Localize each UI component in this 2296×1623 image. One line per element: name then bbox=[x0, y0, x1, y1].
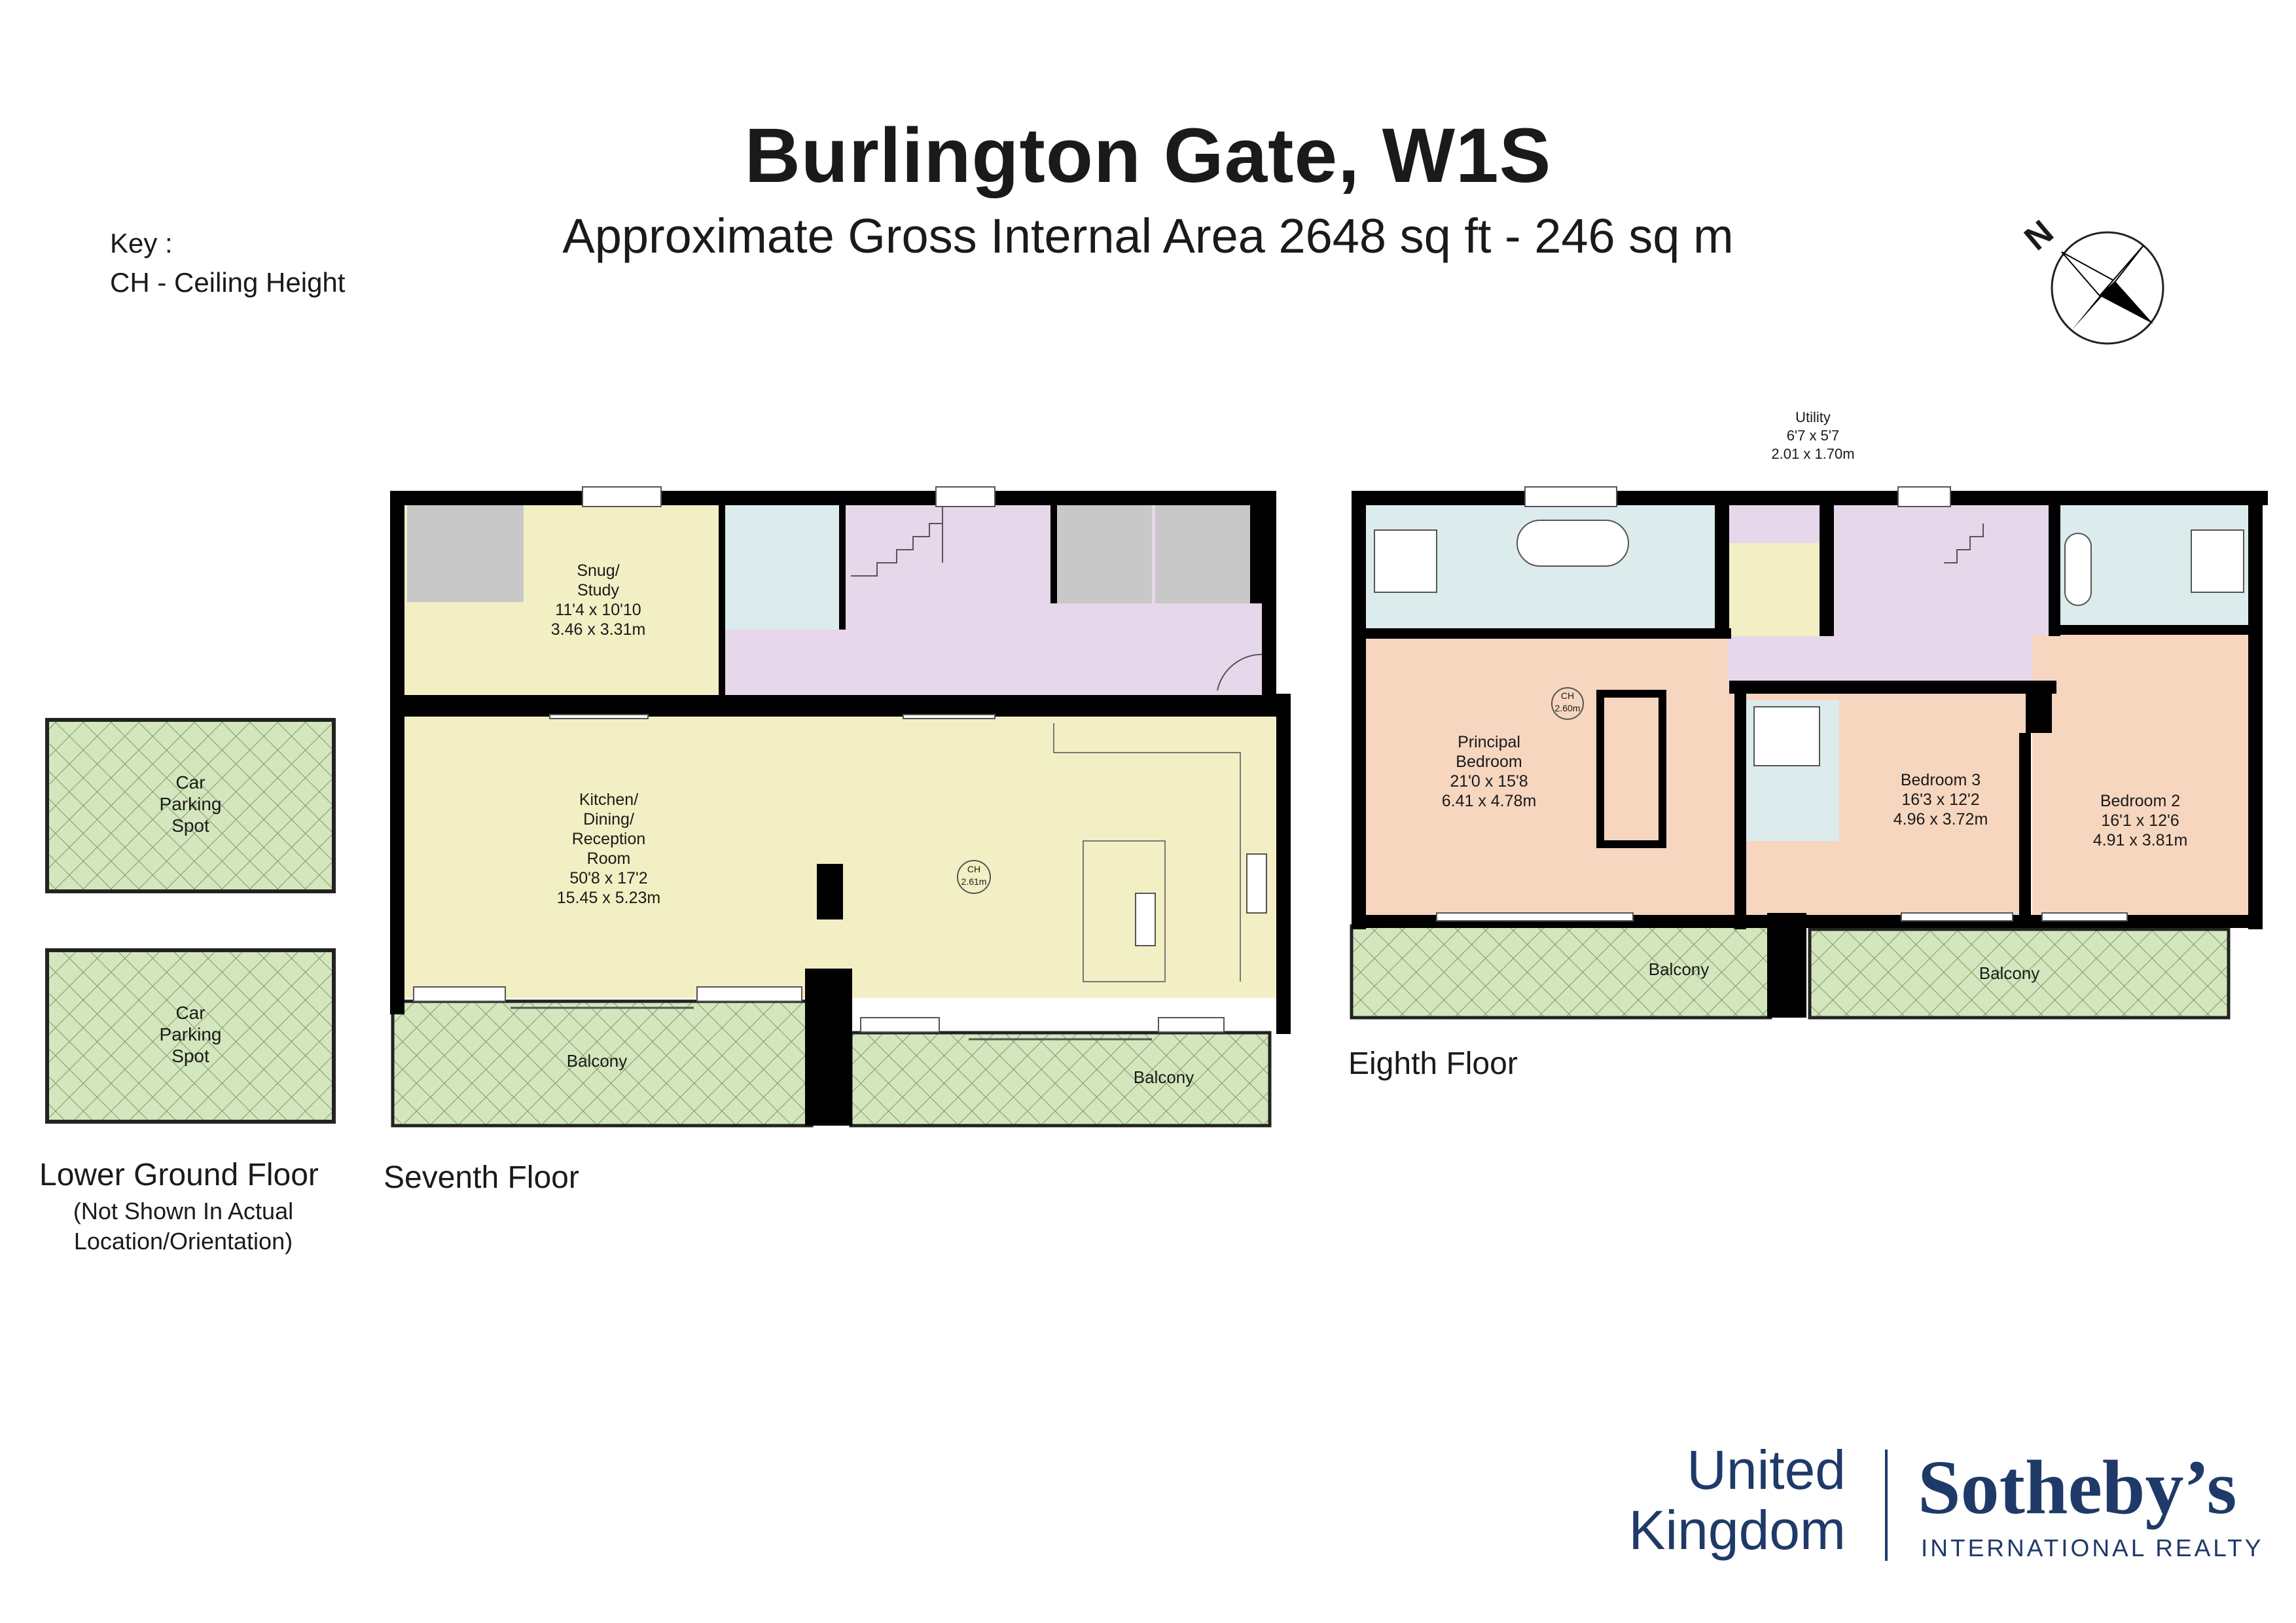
svg-text:50'8 x 17'2: 50'8 x 17'2 bbox=[569, 869, 647, 887]
principal-bedroom bbox=[1365, 638, 1738, 926]
seventh-floor-label: Seventh Floor bbox=[384, 1160, 579, 1195]
svg-text:Room: Room bbox=[587, 849, 631, 868]
svg-text:Bedroom: Bedroom bbox=[1456, 753, 1522, 771]
svg-text:Bedroom 3: Bedroom 3 bbox=[1901, 771, 1981, 789]
balcony-right bbox=[849, 1031, 1272, 1128]
brand-region-line-2: Kingdom bbox=[1628, 1499, 1846, 1561]
lower-ground-floor: Car Parking Spot Car Parking Spot bbox=[45, 718, 336, 1124]
car-parking-spot-1 bbox=[45, 718, 336, 893]
page-title: Burlington Gate, W1S bbox=[744, 113, 1552, 199]
svg-text:Spot: Spot bbox=[171, 815, 209, 836]
svg-text:Dining/: Dining/ bbox=[583, 810, 634, 829]
svg-text:Reception: Reception bbox=[572, 830, 646, 848]
lower-ground-note: (Not Shown In Actual Location/Orientatio… bbox=[46, 1196, 321, 1257]
svg-text:Balcony: Balcony bbox=[567, 1051, 628, 1071]
bedroom-2 bbox=[2032, 635, 2248, 926]
storage-cupboard bbox=[407, 505, 524, 602]
balcony-left bbox=[391, 999, 814, 1128]
svg-text:Parking: Parking bbox=[160, 1024, 222, 1044]
brand-logo-name: Sotheby’s bbox=[1918, 1444, 2237, 1530]
kitchen-dining-reception bbox=[404, 717, 1276, 998]
key-legend: Key : CH - Ceiling Height bbox=[110, 224, 345, 302]
svg-text:CH: CH bbox=[1561, 690, 1574, 701]
svg-text:CH: CH bbox=[967, 864, 980, 874]
seventh-floor-plan: Snug/ Study 11'4 x 10'10 3.46 x 3.31m Ki… bbox=[390, 486, 1291, 1128]
svg-text:6'7 x 5'7: 6'7 x 5'7 bbox=[1787, 427, 1840, 444]
svg-text:3.46 x 3.31m: 3.46 x 3.31m bbox=[551, 620, 646, 639]
svg-text:Balcony: Balcony bbox=[1649, 959, 1710, 979]
svg-text:16'1 x 12'6: 16'1 x 12'6 bbox=[2101, 812, 2179, 830]
svg-text:2.60m: 2.60m bbox=[1555, 703, 1581, 713]
compass-rose-icon: N bbox=[2017, 213, 2164, 345]
svg-text:Utility: Utility bbox=[1795, 409, 1831, 425]
note-line-2: Location/Orientation) bbox=[73, 1228, 293, 1255]
svg-text:4.91 x 3.81m: 4.91 x 3.81m bbox=[2093, 831, 2188, 849]
brand-divider bbox=[1885, 1450, 1888, 1561]
svg-text:2.61m: 2.61m bbox=[961, 876, 987, 887]
svg-text:Principal: Principal bbox=[1458, 733, 1520, 751]
brand-region: United Kingdom bbox=[1617, 1440, 1846, 1560]
lower-ground-floor-label: Lower Ground Floor bbox=[39, 1158, 319, 1192]
svg-text:2.01 x 1.70m: 2.01 x 1.70m bbox=[1771, 446, 1854, 462]
svg-text:21'0 x 15'8: 21'0 x 15'8 bbox=[1450, 772, 1528, 791]
svg-text:11'4 x 10'10: 11'4 x 10'10 bbox=[555, 601, 641, 619]
car-parking-spot-2 bbox=[45, 948, 336, 1124]
compass-north-label: N bbox=[2017, 213, 2060, 259]
note-line-1: (Not Shown In Actual bbox=[73, 1198, 294, 1224]
area-subtitle: Approximate Gross Internal Area 2648 sq … bbox=[562, 209, 1734, 263]
svg-text:Parking: Parking bbox=[160, 794, 222, 814]
svg-text:Car: Car bbox=[175, 1003, 205, 1023]
balcony-right-8 bbox=[1808, 927, 2231, 1020]
svg-text:Spot: Spot bbox=[171, 1046, 209, 1066]
svg-text:15.45 x 5.23m: 15.45 x 5.23m bbox=[557, 889, 660, 907]
svg-text:Car: Car bbox=[175, 772, 205, 793]
key-heading: Key : bbox=[110, 228, 173, 259]
svg-text:4.96 x 3.72m: 4.96 x 3.72m bbox=[1893, 810, 1988, 829]
brand-tagline: INTERNATIONAL REALTY bbox=[1921, 1535, 2264, 1561]
brand-region-line-1: United bbox=[1687, 1439, 1846, 1501]
key-entry: CH - Ceiling Height bbox=[110, 267, 346, 298]
svg-text:Balcony: Balcony bbox=[1134, 1067, 1194, 1087]
svg-text:Study: Study bbox=[577, 581, 619, 599]
svg-text:Kitchen/: Kitchen/ bbox=[579, 791, 638, 809]
eighth-floor-label: Eighth Floor bbox=[1348, 1046, 1518, 1081]
eighth-floor-plan: Utility 6'7 x 5'7 2.01 x 1.70m Principal… bbox=[1350, 409, 2268, 1020]
svg-text:Snug/: Snug/ bbox=[577, 562, 619, 580]
svg-text:16'3 x 12'2: 16'3 x 12'2 bbox=[1901, 791, 1979, 809]
svg-text:Balcony: Balcony bbox=[1979, 963, 2040, 983]
svg-text:Bedroom 2: Bedroom 2 bbox=[2100, 792, 2180, 810]
svg-text:6.41 x 4.78m: 6.41 x 4.78m bbox=[1442, 792, 1537, 810]
